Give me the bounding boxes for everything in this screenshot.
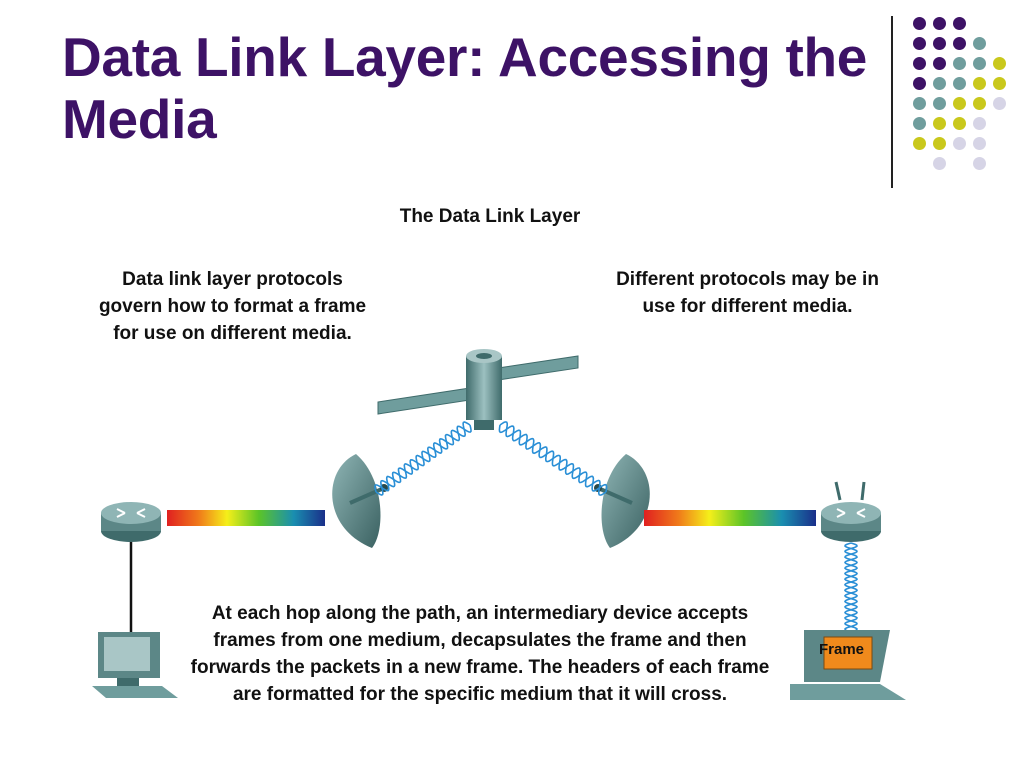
deco-dot xyxy=(973,77,986,90)
deco-dot xyxy=(913,97,926,110)
deco-dot xyxy=(993,77,1006,90)
deco-dot xyxy=(933,37,946,50)
slide-title: Data Link Layer: Accessing the Media xyxy=(62,26,868,150)
deco-dot xyxy=(913,37,926,50)
deco-dot xyxy=(913,57,926,70)
deco-dot xyxy=(913,137,926,150)
diagram-title: The Data Link Layer xyxy=(399,206,581,227)
deco-dot xyxy=(953,97,966,110)
deco-dot xyxy=(973,37,986,50)
callout-different-protocols: Different protocols may be in use for di… xyxy=(616,269,879,317)
right-wireless-signal xyxy=(498,421,608,496)
left-satellite-dish-icon xyxy=(332,454,388,548)
left-wireless-signal xyxy=(374,421,472,496)
right-medium-bar xyxy=(644,510,816,526)
deco-dot xyxy=(973,157,986,170)
deco-dot xyxy=(933,117,946,130)
left-medium-bar xyxy=(167,510,325,526)
left-router-icon xyxy=(101,502,161,542)
deco-dot xyxy=(953,117,966,130)
deco-dot xyxy=(973,97,986,110)
deco-dot xyxy=(953,37,966,50)
callout-format-frame: Data link layer protocols govern how to … xyxy=(98,269,367,344)
deco-dot xyxy=(913,117,926,130)
wireless-router-icon xyxy=(821,481,881,542)
deco-dot xyxy=(953,77,966,90)
deco-dot xyxy=(993,57,1006,70)
deco-dot xyxy=(993,97,1006,110)
deco-dot xyxy=(953,57,966,70)
deco-dot xyxy=(913,77,926,90)
deco-dot xyxy=(913,17,926,30)
deco-dot xyxy=(953,137,966,150)
satellite-icon xyxy=(377,349,579,430)
deco-dot xyxy=(973,117,986,130)
deco-dot xyxy=(933,77,946,90)
deco-dot xyxy=(973,57,986,70)
callout-each-hop: At each hop along the path, an intermedi… xyxy=(190,603,770,705)
laptop-icon xyxy=(790,630,906,700)
deco-dot xyxy=(973,137,986,150)
deco-dot xyxy=(933,157,946,170)
right-satellite-dish-icon xyxy=(594,454,650,548)
vertical-wireless-signal xyxy=(844,542,858,633)
deco-dot xyxy=(933,17,946,30)
frame-icon xyxy=(823,636,873,670)
deco-dot xyxy=(933,137,946,150)
desktop-computer-icon xyxy=(92,632,178,698)
deco-dot xyxy=(933,97,946,110)
frame-label: Frame xyxy=(819,641,865,658)
decorative-dot-grid xyxy=(905,10,1015,170)
deco-dot xyxy=(933,57,946,70)
title-divider xyxy=(891,16,893,188)
deco-dot xyxy=(953,17,966,30)
